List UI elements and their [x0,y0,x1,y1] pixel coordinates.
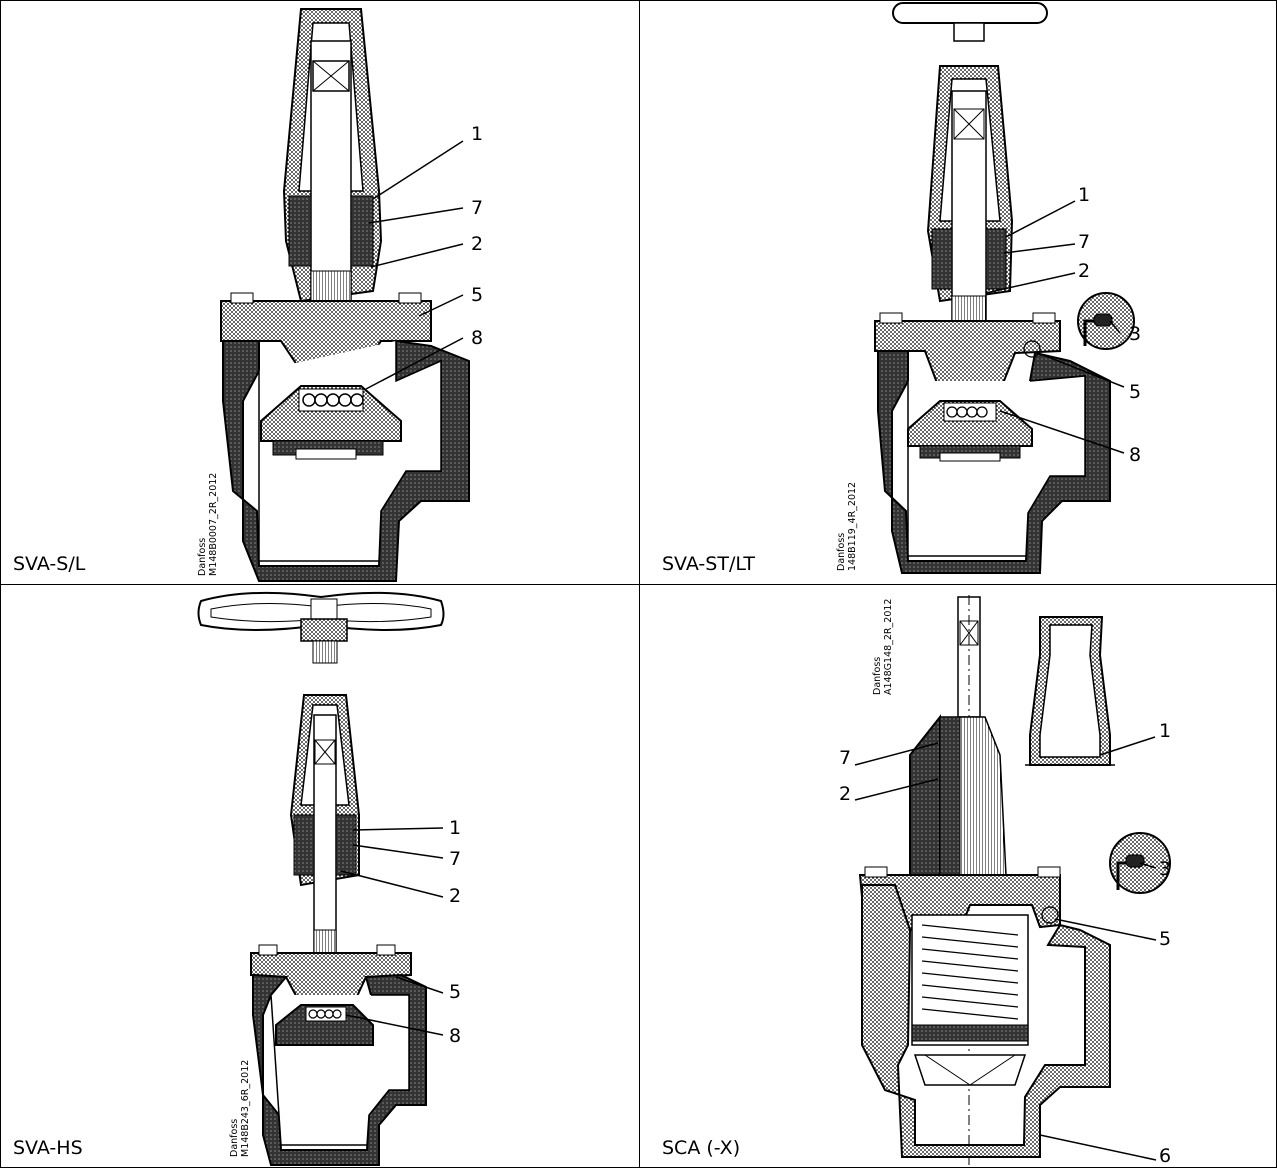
callout-7: 7 [1078,231,1091,253]
callout-8: 8 [1129,444,1142,466]
panel-caption: SCA (-X) [662,1137,741,1159]
callout-5: 5 [1129,381,1142,403]
panel-caption: SVA-HS [13,1137,83,1159]
panel-caption: SVA-S/L [13,553,86,575]
valve-drawing-sva-stlt [874,2,1135,574]
panel-caption: SVA-ST/LT [662,553,755,575]
callout-7: 7 [839,747,852,769]
callout-1: 1 [1159,720,1172,742]
callout-2: 2 [449,885,462,907]
callout-8: 8 [471,327,484,349]
valve-drawing-sca-x [854,595,1171,1165]
callout-1: 1 [471,123,484,145]
callout-6: 6 [1159,1145,1172,1167]
callout-2: 2 [839,783,852,805]
callout-8: 8 [449,1025,462,1047]
callout-5: 5 [1159,928,1172,950]
callout-3: 3 [1129,323,1142,345]
callout-5: 5 [471,284,484,306]
callout-3: 3 [1159,858,1172,880]
callout-7: 7 [449,848,462,870]
callout-7: 7 [471,197,484,219]
callout-2: 2 [1078,260,1091,282]
callout-2: 2 [471,233,484,255]
valve-drawing-sva-hs [197,591,445,1166]
callout-1: 1 [1078,184,1091,206]
callout-5: 5 [449,981,462,1003]
valve-drawing-sva-sl [220,8,470,582]
callout-1: 1 [449,817,462,839]
